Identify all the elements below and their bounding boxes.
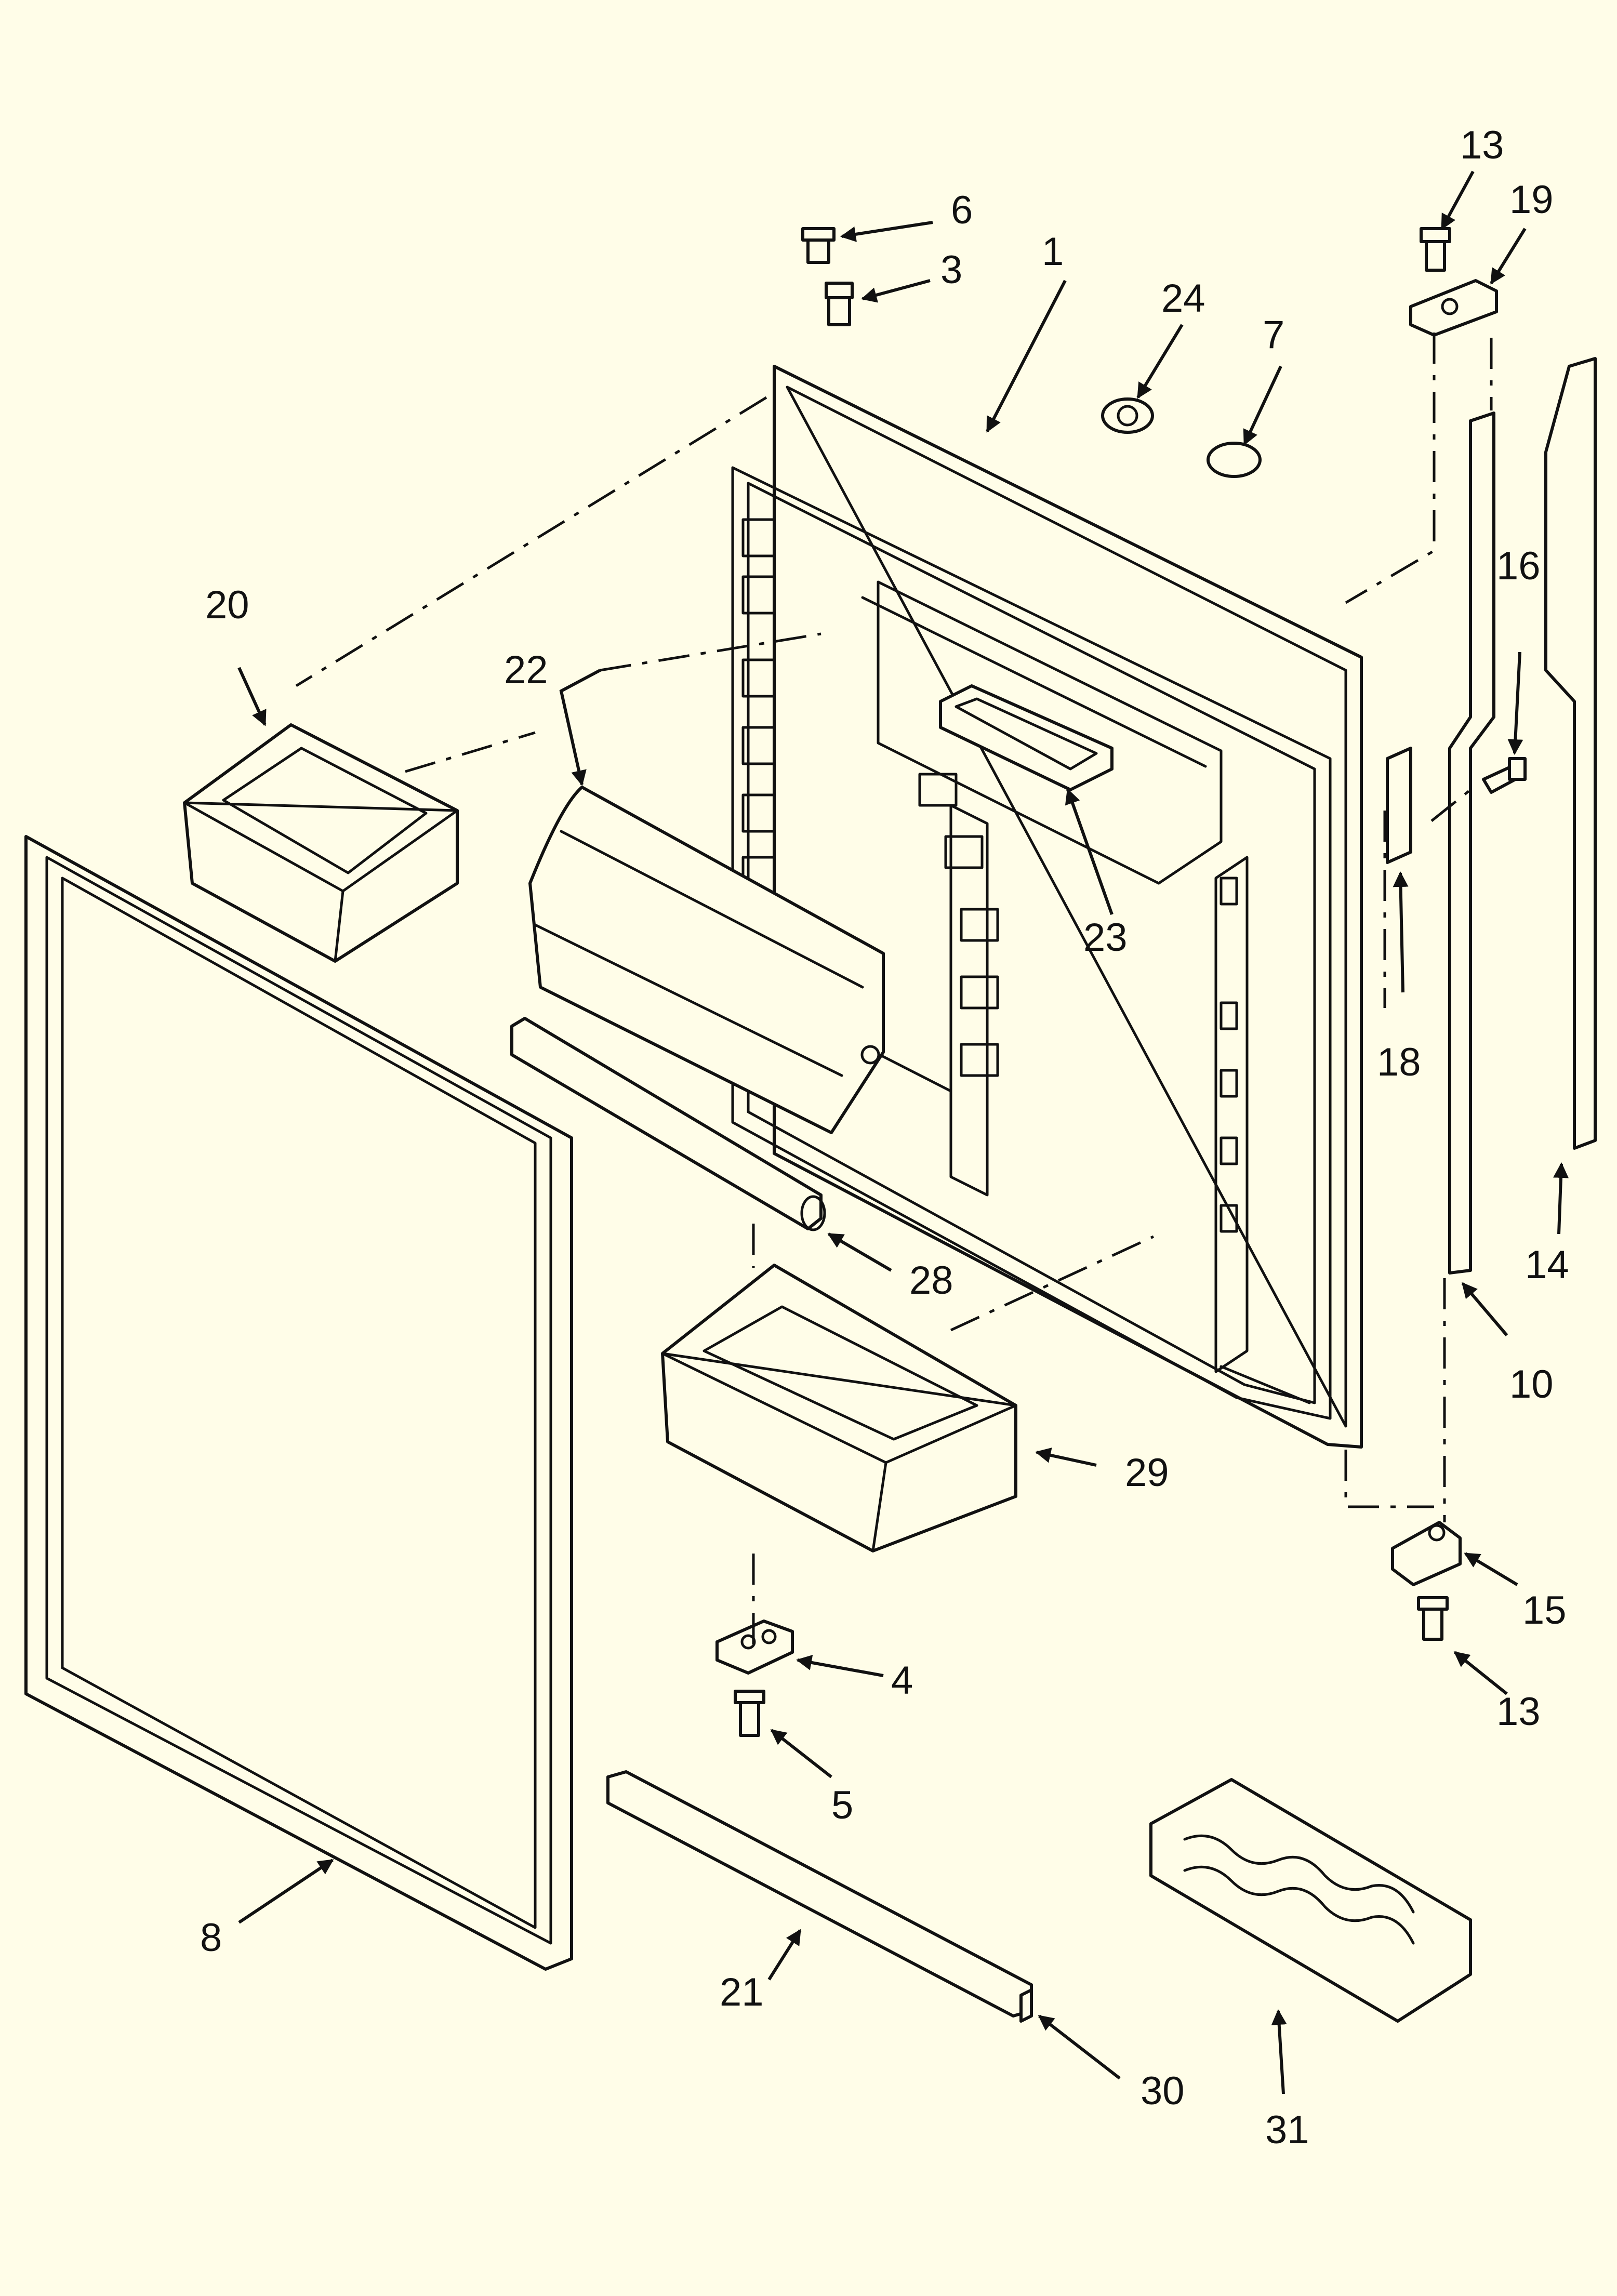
callout-30: 30 bbox=[1141, 2069, 1185, 2113]
handle-trim-part-14 bbox=[1544, 357, 1597, 1150]
clip-part-30 bbox=[1019, 1988, 1033, 2023]
callout-7: 7 bbox=[1263, 313, 1284, 357]
callout-1: 1 bbox=[1042, 230, 1064, 274]
hinge-part-19 bbox=[1409, 279, 1498, 337]
callout-5: 5 bbox=[831, 1783, 853, 1827]
screw-part-6 bbox=[801, 227, 836, 264]
leader-arrows bbox=[237, 170, 1569, 2094]
screw-part-5 bbox=[734, 1690, 765, 1737]
egg-tray-part-31 bbox=[1149, 1778, 1472, 2023]
plug-part-24 bbox=[1101, 397, 1154, 434]
butter-tray-part-23 bbox=[939, 684, 1114, 791]
plug-part-7 bbox=[1207, 442, 1262, 478]
bracket-part-4 bbox=[715, 1620, 794, 1675]
door-bin-part-20 bbox=[183, 723, 459, 963]
screw-part-16 bbox=[1482, 757, 1527, 794]
bottom-trim-part-21 bbox=[606, 1770, 1033, 2018]
callout-labels: 1 3 4 5 6 7 8 10 13 13 14 15 16 18 19 20… bbox=[200, 123, 1569, 2152]
hinge-pin-part-18 bbox=[1386, 747, 1412, 864]
door-bin-part-29 bbox=[661, 1264, 1017, 1552]
callout-15: 15 bbox=[1522, 1588, 1567, 1633]
callout-13-top: 13 bbox=[1460, 123, 1504, 167]
door-rail-part-28 bbox=[510, 1017, 826, 1231]
screw-part-13-bottom bbox=[1417, 1596, 1449, 1641]
callout-31: 31 bbox=[1265, 2108, 1309, 2152]
callout-14: 14 bbox=[1525, 1243, 1569, 1287]
callout-18: 18 bbox=[1377, 1040, 1421, 1084]
callout-16: 16 bbox=[1496, 544, 1541, 588]
callout-29: 29 bbox=[1125, 1451, 1169, 1495]
callout-4: 4 bbox=[891, 1658, 913, 1703]
hinge-trim-part-10 bbox=[1448, 412, 1495, 1275]
callout-10: 10 bbox=[1509, 1362, 1554, 1406]
screw-part-13-top bbox=[1420, 227, 1451, 272]
callout-3: 3 bbox=[940, 248, 962, 292]
bin-cover-part-22 bbox=[528, 786, 885, 1134]
callout-24: 24 bbox=[1161, 276, 1205, 321]
callout-21: 21 bbox=[720, 1970, 764, 2014]
callout-28: 28 bbox=[909, 1258, 953, 1303]
screw-part-3 bbox=[825, 282, 854, 326]
door-gasket-part-8 bbox=[24, 835, 573, 1971]
callout-8: 8 bbox=[200, 1916, 222, 1960]
hinge-part-15 bbox=[1391, 1521, 1462, 1586]
callout-22: 22 bbox=[504, 648, 548, 692]
right-shelf-supports bbox=[1220, 877, 1238, 1233]
callout-19: 19 bbox=[1509, 178, 1554, 222]
alignment-lines bbox=[295, 333, 1493, 1652]
callout-13-bottom: 13 bbox=[1496, 1690, 1541, 1734]
left-shelf-supports bbox=[741, 518, 999, 1077]
callout-6: 6 bbox=[951, 188, 973, 232]
callout-20: 20 bbox=[205, 583, 249, 627]
callout-23: 23 bbox=[1083, 915, 1128, 960]
